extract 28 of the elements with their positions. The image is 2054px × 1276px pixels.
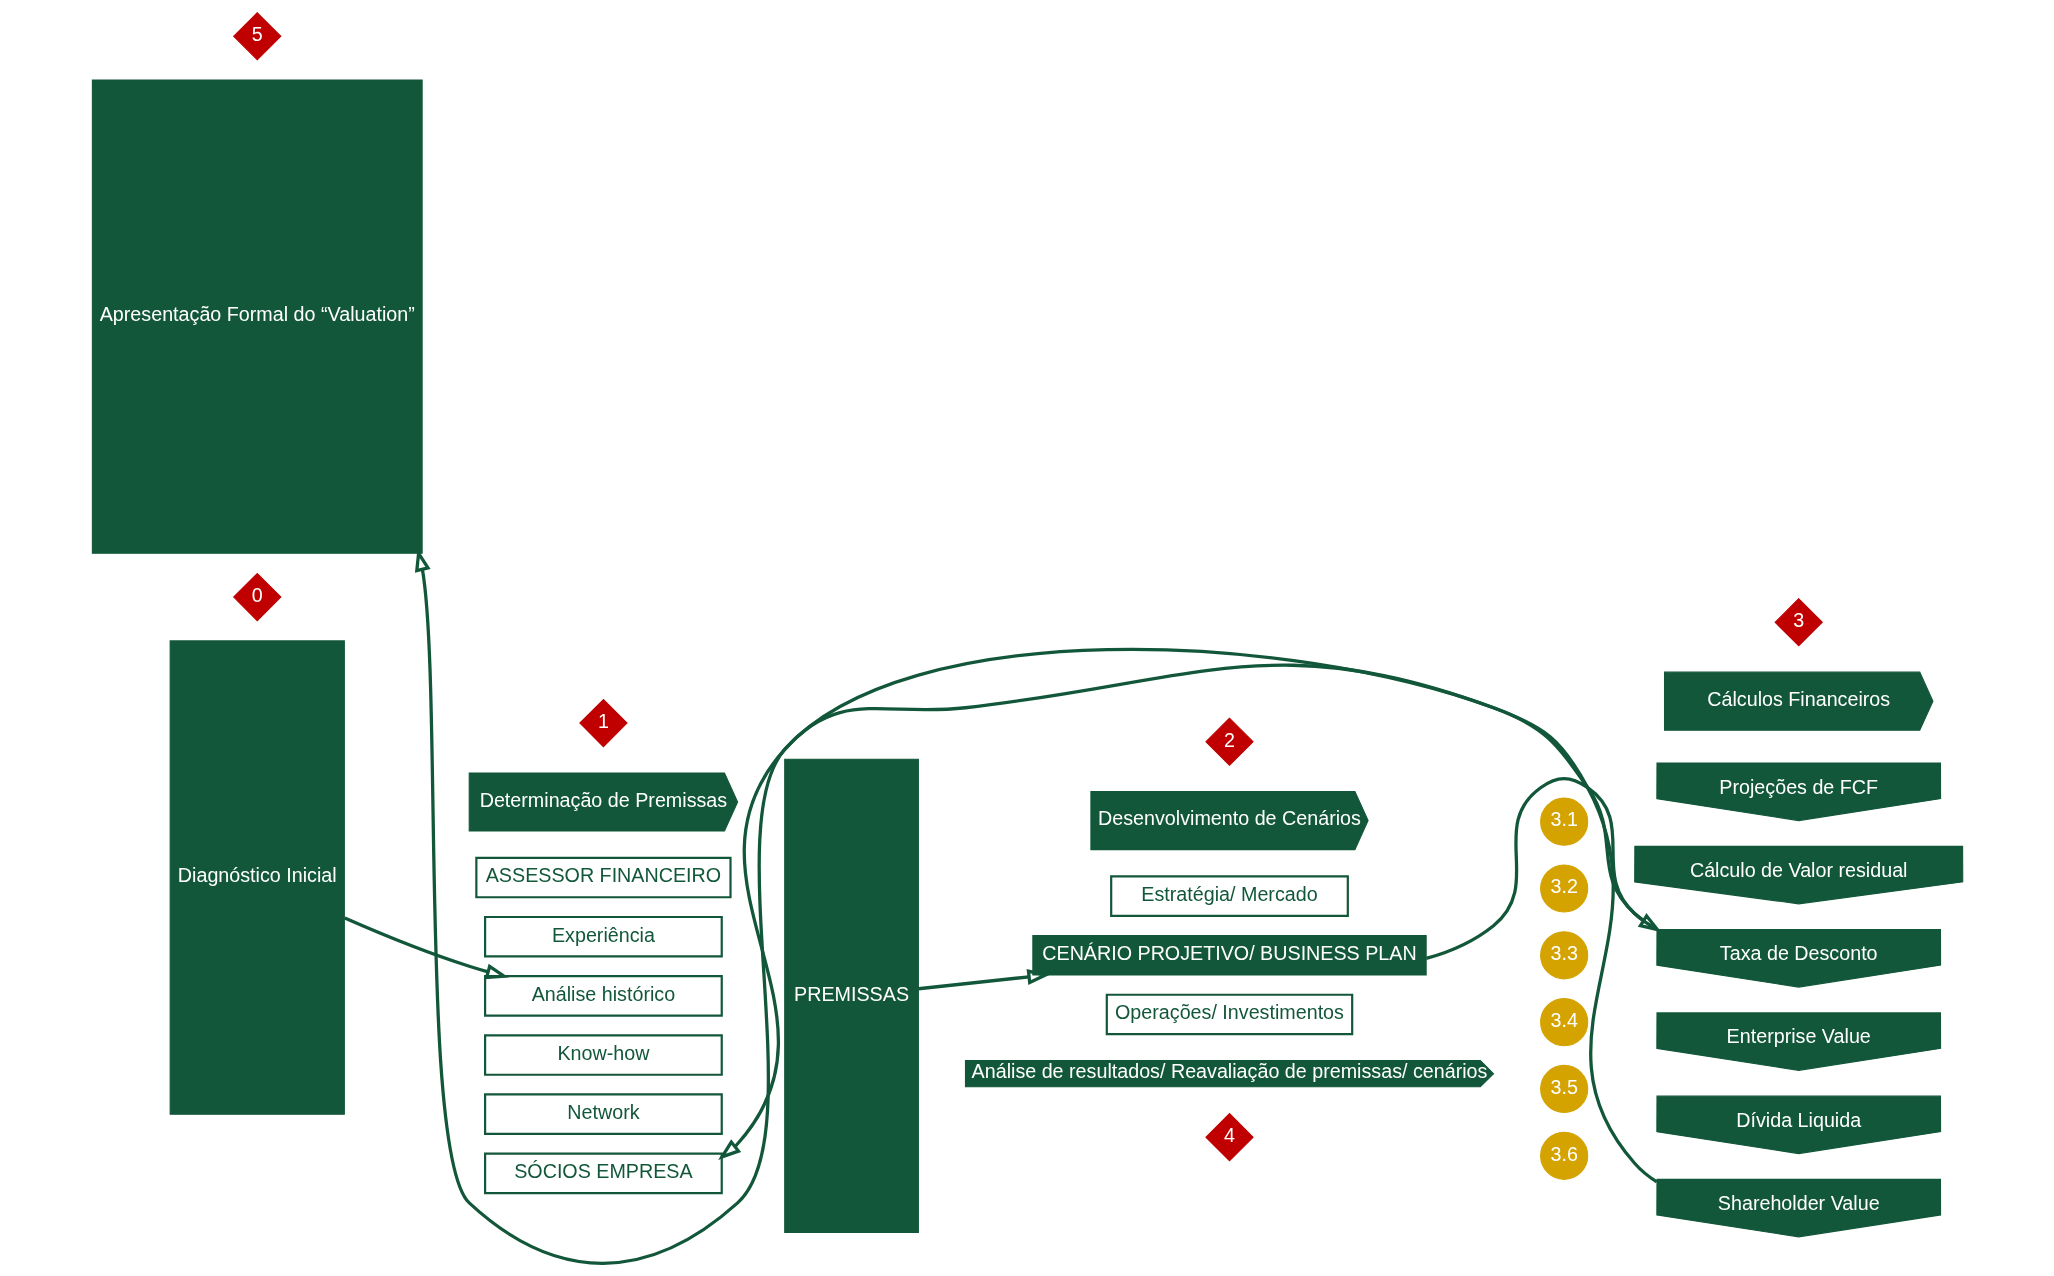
node-diamond: 1 (578, 698, 628, 748)
node-circle: 3.3 (1539, 931, 1588, 980)
arrow (717, 648, 1658, 1184)
node-circle: 3.4 (1539, 998, 1588, 1047)
node-box: Diagnóstico Inicial (169, 640, 345, 1115)
node-box: Operações/ Investimentos (1105, 993, 1353, 1036)
node-circle: 3.5 (1539, 1064, 1588, 1114)
arrow (343, 916, 509, 980)
node-box: SÓCIOS EMPRESA (483, 1152, 723, 1195)
node-diamond: 3 (1773, 597, 1823, 647)
node-box: Network (483, 1093, 723, 1135)
node-diamond: 2 (1204, 717, 1254, 767)
node-box: Análise histórico (483, 975, 723, 1017)
arrow (917, 969, 1050, 991)
node-box: Experiência (483, 915, 723, 958)
node-box: ASSESSOR FINANCEIRO (474, 856, 732, 899)
node-circle: 3.2 (1539, 864, 1588, 913)
node-circle: 3.1 (1539, 797, 1588, 846)
node-box: Know-how (483, 1034, 723, 1076)
arrow (1425, 777, 1662, 961)
node-box: PREMISSAS (783, 758, 919, 1234)
node-diamond: 0 (232, 572, 282, 622)
node-box: Apresentação Formal do “Valuation” (91, 79, 423, 554)
node-box: CENÁRIO PROJETIVO/ BUSINESS PLAN (1031, 935, 1427, 976)
node-diamond: 5 (232, 11, 282, 61)
node-diamond: 4 (1204, 1112, 1254, 1162)
node-circle: 3.6 (1539, 1131, 1588, 1180)
node-box: Estratégia/ Mercado (1109, 875, 1349, 917)
